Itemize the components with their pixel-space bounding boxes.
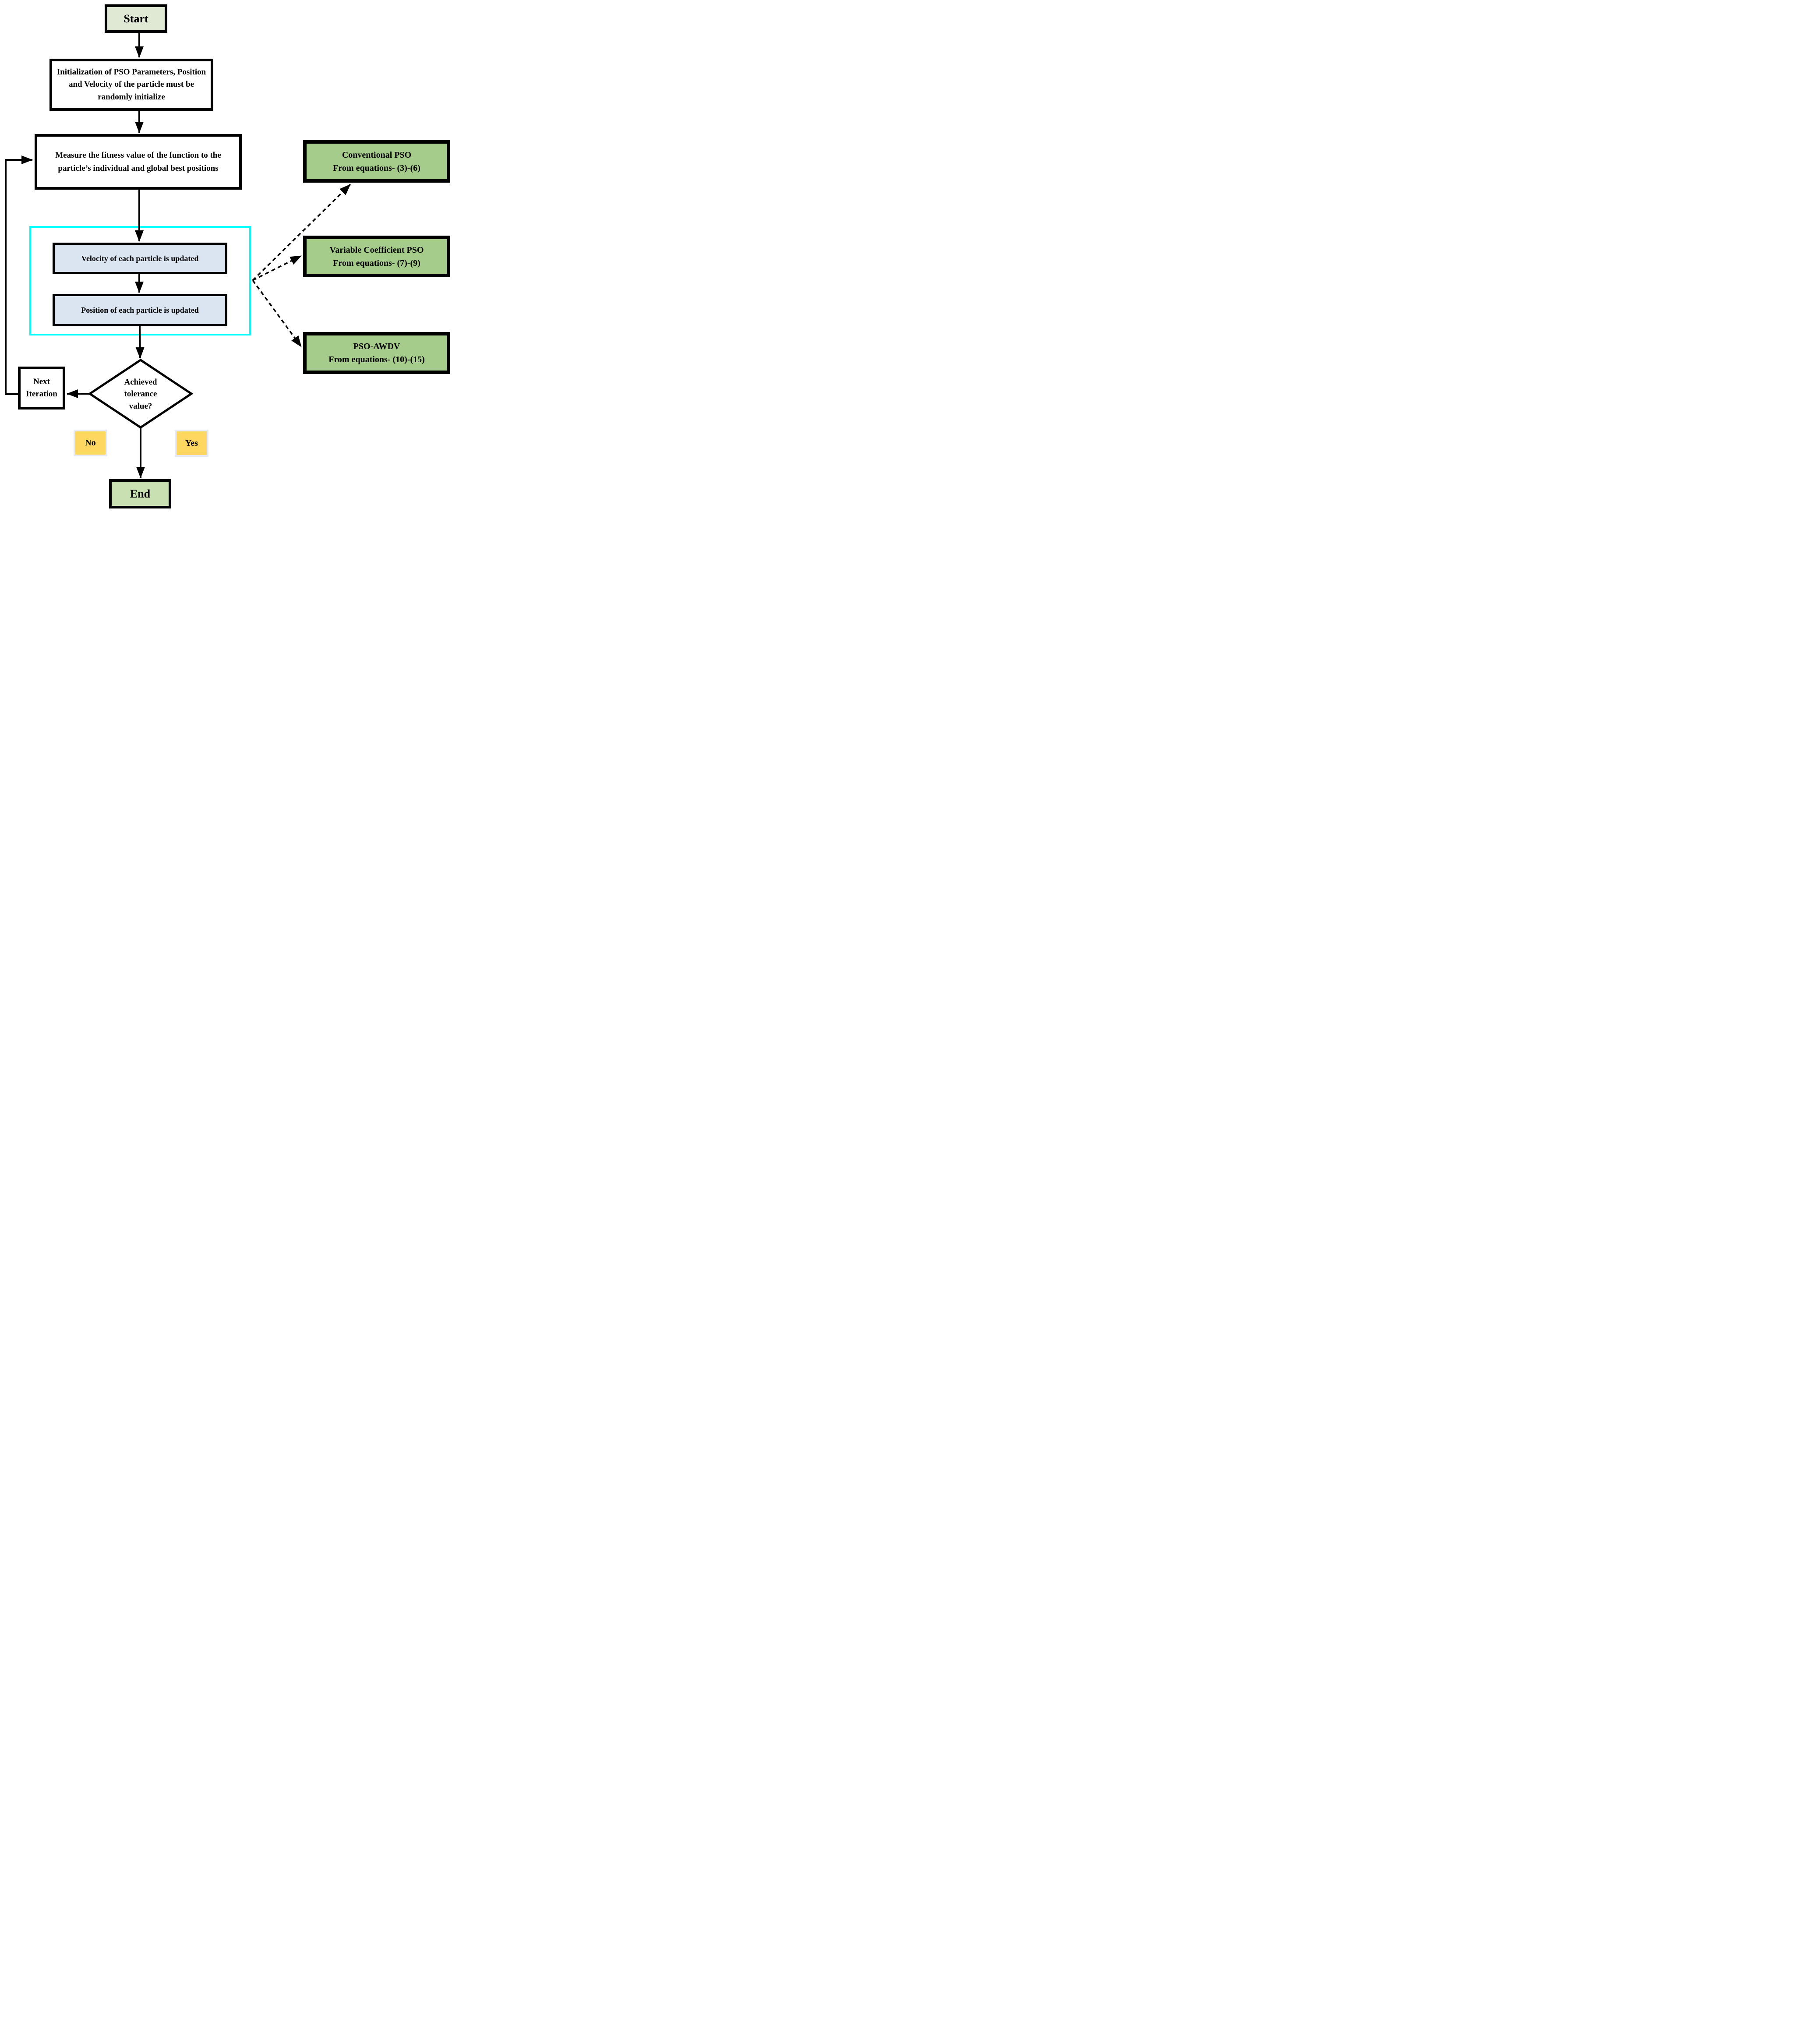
pso-awdv-subtitle: From equations- (10)-(15) xyxy=(328,355,425,364)
no-branch-label: No xyxy=(74,430,107,456)
next-iteration-node: Next Iteration xyxy=(18,367,65,410)
variable-pso-subtitle: From equations- (7)-(9) xyxy=(333,258,420,268)
position-update-node: Position of each particle is updated xyxy=(53,294,227,326)
dashed-arrow-to-pso-awdv xyxy=(252,279,302,348)
initialization-label-line: Initialization of PSO Parameters, Positi… xyxy=(56,67,206,77)
variable-coefficient-pso-node: Variable Coefficient PSO From equations-… xyxy=(303,236,450,277)
conventional-pso-subtitle: From equations- (3)-(6) xyxy=(333,163,420,173)
decision-label-line: value? xyxy=(129,401,152,411)
pso-flowchart: Start Initialization of PSO Parameters, … xyxy=(0,0,454,511)
initialization-label-line: and Velocity of the particle must be xyxy=(68,80,194,89)
velocity-update-label: Velocity of each particle is updated xyxy=(81,254,199,263)
pso-awdv-node: PSO-AWDV From equations- (10)-(15) xyxy=(303,332,450,374)
conventional-pso-title: Conventional PSO xyxy=(342,150,412,160)
yes-branch-label: Yes xyxy=(175,430,208,457)
start-node: Start xyxy=(105,4,167,33)
measure-fitness-node: Measure the fitness value of the functio… xyxy=(35,134,242,190)
decision-label-line: tolerance xyxy=(124,389,157,399)
initialization-label-line: randomly initialize xyxy=(98,92,165,102)
decision-label-line: Achieved xyxy=(124,377,157,387)
velocity-update-node: Velocity of each particle is updated xyxy=(53,243,227,274)
decision-node-label: Achieved tolerance value? xyxy=(97,370,184,418)
next-iteration-label-line: Iteration xyxy=(26,389,57,399)
measure-label-line: particle’s individual and global best po… xyxy=(58,163,219,173)
feedback-loop-next-iteration-to-measure xyxy=(5,155,33,395)
pso-awdv-title: PSO-AWDV xyxy=(353,342,400,351)
variable-pso-title: Variable Coefficient PSO xyxy=(329,245,424,255)
next-iteration-label-line: Next xyxy=(33,377,50,386)
start-label: Start xyxy=(124,12,148,25)
measure-label-line: Measure the fitness value of the functio… xyxy=(55,151,221,160)
no-text: No xyxy=(85,438,96,448)
yes-text: Yes xyxy=(185,438,198,448)
position-update-label: Position of each particle is updated xyxy=(81,305,199,314)
dashed-arrow-to-variable-pso xyxy=(252,255,302,281)
initialization-node: Initialization of PSO Parameters, Positi… xyxy=(49,59,213,111)
conventional-pso-node: Conventional PSO From equations- (3)-(6) xyxy=(303,140,450,183)
end-node: End xyxy=(109,479,171,508)
end-label: End xyxy=(130,487,151,500)
